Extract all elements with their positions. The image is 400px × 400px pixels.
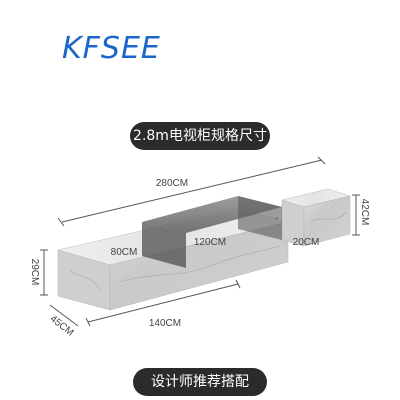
- glass-bridge: [142, 196, 282, 268]
- label-depth: 45CM: [48, 313, 76, 338]
- label-height-right: 42CM: [359, 199, 370, 226]
- label-overall-length: 280CM: [156, 178, 188, 189]
- marble-block-right: [281, 188, 351, 247]
- label-right-offset: 20CM: [293, 237, 320, 248]
- label-base-length: 140CM: [149, 318, 181, 329]
- base-length-line: [87, 283, 239, 323]
- title-pill: 2.8m电视柜规格尺寸: [130, 122, 270, 150]
- footer-pill: 设计师推荐搭配: [133, 368, 267, 396]
- label-inner-length: 80CM: [111, 247, 138, 258]
- label-glass-length: 120CM: [194, 237, 226, 248]
- depth-line: [49, 304, 79, 327]
- overall-length-line: [61, 159, 323, 223]
- label-height-left: 29CM: [29, 259, 40, 286]
- brand-logo: KFSEE: [62, 31, 161, 66]
